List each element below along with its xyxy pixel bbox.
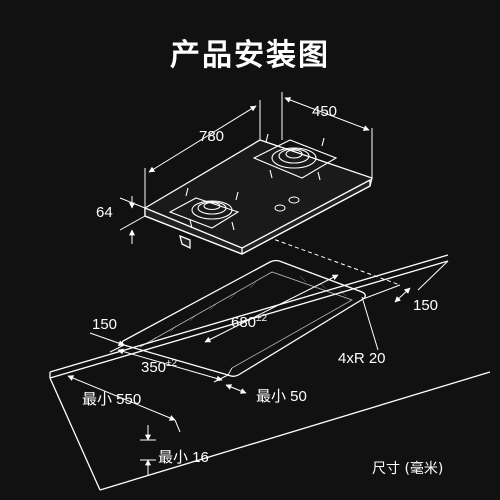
dim-min-16-lines <box>140 425 156 475</box>
dim-label-780: 780 <box>199 128 225 145</box>
units-label: 尺寸 (毫米) <box>372 461 444 477</box>
dim-680-tolerance: ±2 <box>256 313 268 324</box>
dim-min-550-lines <box>67 375 181 433</box>
dim-350-lines <box>109 344 229 383</box>
dim-label-radius: 4xR 20 <box>338 350 386 367</box>
radius-leader <box>361 296 379 351</box>
dim-450-lines <box>281 92 373 178</box>
dim-label-350: 350±2 <box>141 358 177 376</box>
dim-label-min-16: 最小 16 <box>158 449 209 466</box>
dim-label-right-150: 150 <box>413 297 439 314</box>
hob-appliance <box>144 139 373 255</box>
dim-680-line <box>204 274 339 343</box>
dim-min-50-lines <box>225 384 247 394</box>
dim-64-lines <box>119 196 146 244</box>
dim-label-min-550: 最小 550 <box>82 391 142 408</box>
dim-label-min-50: 最小 50 <box>256 388 307 405</box>
dim-350-value: 350 <box>141 359 167 376</box>
dim-left-150-lines <box>89 332 125 347</box>
page-title: 产品安装图 <box>170 38 330 73</box>
dim-label-450: 450 <box>312 103 338 120</box>
burner-front-left <box>168 187 240 231</box>
dim-680-value: 680 <box>231 314 257 331</box>
dim-label-64: 64 <box>96 204 113 221</box>
dim-label-left-150: 150 <box>92 316 118 333</box>
dim-label-680: 680±2 <box>231 313 267 331</box>
projection-line <box>261 234 401 286</box>
burner-rear-right <box>252 133 338 181</box>
control-knobs <box>274 196 300 212</box>
dim-350-tolerance: ±2 <box>166 358 178 369</box>
countertop-outline <box>49 254 491 491</box>
dim-right-150-lines <box>362 260 449 303</box>
dim-780-lines <box>144 100 261 208</box>
